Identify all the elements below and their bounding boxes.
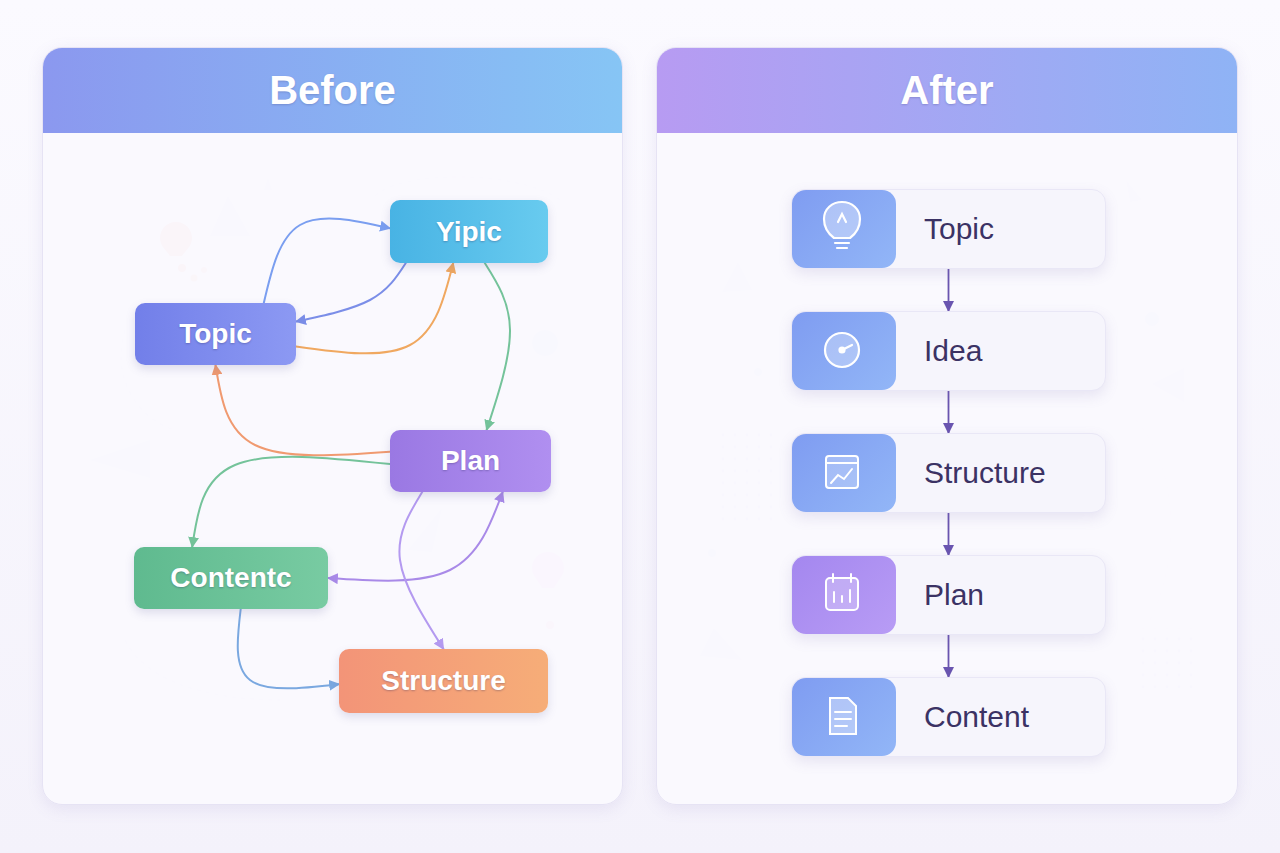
node-label: Topic	[179, 318, 252, 350]
panel-title: Before	[269, 68, 396, 113]
node-label: Plan	[441, 445, 500, 477]
chart-icon	[826, 456, 858, 488]
topic-box: Contentc	[134, 547, 328, 609]
panel: BeforeYipicTopicPlanContentcStructure	[42, 47, 623, 805]
panel-header: Before	[43, 48, 622, 133]
node-label: Structure	[924, 456, 1046, 490]
document-icon	[830, 698, 856, 734]
topic-box: Yipic	[390, 200, 548, 263]
node-label: Plan	[924, 578, 984, 612]
icon-tile	[792, 434, 896, 512]
node-label: Topic	[924, 212, 994, 246]
node-label: Content	[924, 700, 1029, 734]
icon-tile	[792, 312, 896, 390]
step-card: Topic	[791, 189, 1106, 269]
icon-tile	[792, 190, 896, 268]
node-label: Idea	[924, 334, 982, 368]
step-card: Idea	[791, 311, 1106, 391]
icon-tile	[792, 556, 896, 634]
node-label: Yipic	[436, 216, 502, 248]
step-card: Plan	[791, 555, 1106, 635]
step-card: Content	[791, 677, 1106, 757]
topic-box: Topic	[135, 303, 296, 365]
node-label: Contentc	[170, 562, 291, 594]
node-label: Structure	[381, 665, 505, 697]
idea-icon	[825, 333, 859, 367]
panel-title: After	[900, 68, 993, 113]
topic-box: Structure	[339, 649, 548, 713]
icon-tile	[792, 678, 896, 756]
calendar-icon	[826, 574, 858, 610]
topic-box: Plan	[390, 430, 551, 492]
panel-header: After	[657, 48, 1237, 133]
bulb-icon	[824, 202, 860, 248]
panel: AfterTopicIdeaStructurePlanContent	[656, 47, 1238, 805]
step-card: Structure	[791, 433, 1106, 513]
